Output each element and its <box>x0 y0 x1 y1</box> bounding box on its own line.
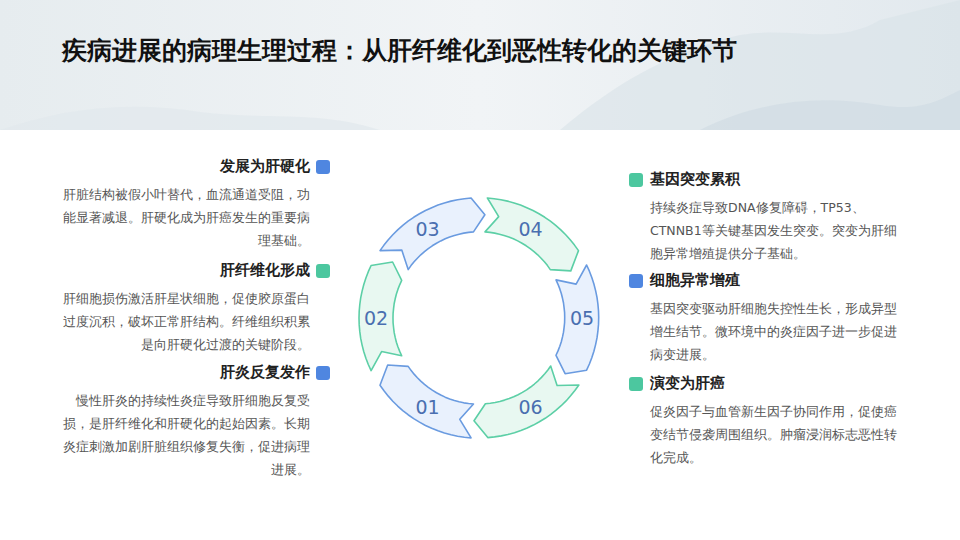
segment-arrow <box>379 365 472 438</box>
ring-segment: 06 <box>471 363 582 441</box>
item-description: 持续炎症导致DNA修复障碍，TP53、CTNNB1等关键基因发生突变。突变为肝细… <box>650 196 902 265</box>
item-heading: 肝纤维化形成 <box>220 261 310 280</box>
segment-arrow <box>474 366 579 438</box>
item-heading: 演变为肝癌 <box>650 374 725 393</box>
step-number: 05 <box>570 307 594 329</box>
bullet-square <box>316 366 330 380</box>
step-number: 06 <box>518 396 542 418</box>
ring-segment: 04 <box>482 195 581 274</box>
segment-arrow <box>379 198 484 270</box>
item-description: 慢性肝炎的持续性炎症导致肝细胞反复受损，是肝纤维化和肝硬化的起始因素。长期炎症刺… <box>58 389 310 481</box>
bullet-square <box>316 160 330 174</box>
item-heading: 发展为肝硬化 <box>220 157 310 176</box>
bullet-square <box>629 274 643 288</box>
segment-arrow <box>359 262 402 371</box>
ring-segment: 01 <box>377 362 476 441</box>
bullet-square <box>629 377 643 391</box>
segment-arrow <box>556 265 599 374</box>
step-number: 01 <box>415 396 439 418</box>
segment-arrow <box>485 198 578 271</box>
step-number: 02 <box>364 307 388 329</box>
ring-segment: 05 <box>553 262 602 377</box>
bullet-square <box>629 173 643 187</box>
bullet-square <box>316 264 330 278</box>
item-description: 肝脏结构被假小叶替代，血流通道受阻，功能显著减退。肝硬化成为肝癌发生的重要病理基… <box>58 183 310 252</box>
slide-title: 疾病进展的病理生理过程：从肝纤维化到恶性转化的关键环节 <box>62 34 737 67</box>
item-description: 基因突变驱动肝细胞失控性生长，形成异型增生结节。微环境中的炎症因子进一步促进病变… <box>650 297 902 366</box>
item-description: 促炎因子与血管新生因子协同作用，促使癌变结节侵袭周围组织。肿瘤浸润标志恶性转化完… <box>650 400 902 469</box>
step-number: 03 <box>415 218 439 240</box>
item-heading: 基因突变累积 <box>650 170 740 189</box>
step-number: 04 <box>518 218 542 240</box>
ring-segment: 03 <box>377 195 488 273</box>
ring-segment: 02 <box>356 259 405 374</box>
item-heading: 肝炎反复发作 <box>220 363 310 382</box>
item-description: 肝细胞损伤激活肝星状细胞，促使胶原蛋白过度沉积，破坏正常肝结构。纤维组织积累是向… <box>58 287 310 356</box>
item-heading: 细胞异常增殖 <box>650 271 740 290</box>
